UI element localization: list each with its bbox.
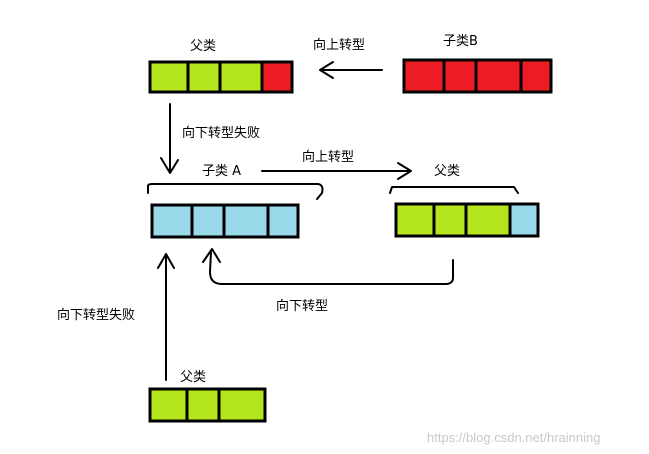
- parent-bottom-cell: [150, 389, 187, 421]
- parent-bottom-cell: [187, 389, 219, 421]
- downcast-fail-bottom-label: 向下转型失败: [57, 308, 136, 323]
- parent-bottom-label: 父类: [180, 370, 207, 385]
- watermark: https://blog.csdn.net/hrainning: [427, 430, 601, 445]
- box-border: [150, 203, 300, 239]
- parent-top-cell: [150, 62, 188, 92]
- arrows-layer: [147, 61, 519, 381]
- parent-top-label: 父类: [190, 39, 217, 54]
- downcast-mid-label: 向下转型: [276, 299, 329, 314]
- parent-right-cell: [396, 204, 434, 236]
- child-b-box: [402, 58, 553, 94]
- downcast-fail-top-label: 向下转型失败: [182, 126, 261, 141]
- parent-right-cell: [466, 204, 510, 236]
- parent-top-cell: [220, 62, 262, 92]
- parent-bottom-cell: [219, 389, 265, 421]
- child-a-bracket: [147, 183, 324, 200]
- parent-top-cell: [188, 62, 220, 92]
- child-b-cell: [444, 60, 476, 92]
- downcast-fail-bottom-arrow-head: [157, 253, 175, 269]
- parent-top-box: [148, 60, 294, 94]
- child-b-label: 子类B: [443, 34, 478, 49]
- child-a-box: [150, 203, 300, 239]
- parent-right-bracket: [389, 186, 519, 194]
- parent-right-box: [394, 202, 540, 238]
- parent-right-cell: [510, 204, 538, 236]
- child-a-label: 子类 A: [202, 164, 242, 179]
- child-b-cell: [476, 60, 521, 92]
- downcast-mid-arrow-head: [202, 248, 221, 263]
- parent-right-label: 父类: [434, 164, 461, 179]
- boxes-layer: [148, 58, 553, 423]
- upcast-mid-label: 向上转型: [302, 150, 355, 165]
- child-a-cell: [224, 205, 268, 237]
- child-a-cell: [268, 205, 298, 237]
- upcast-top-arrow-head: [319, 61, 334, 79]
- box-border: [402, 58, 553, 94]
- upcast-top-label: 向上转型: [313, 38, 366, 53]
- upcast-mid-arrow-head: [397, 162, 412, 180]
- parent-top-cell: [262, 62, 292, 92]
- downcast-fail-top-arrow-head: [160, 157, 179, 174]
- parent-right-cell: [434, 204, 466, 236]
- downcast-mid-arrow-line: [209, 251, 454, 285]
- parent-bottom-box: [148, 387, 267, 423]
- child-b-cell: [404, 60, 444, 92]
- child-a-cell: [192, 205, 224, 237]
- box-border: [148, 60, 294, 94]
- box-border: [148, 387, 267, 423]
- box-border: [394, 202, 540, 238]
- child-b-cell: [521, 60, 551, 92]
- child-a-cell: [152, 205, 192, 237]
